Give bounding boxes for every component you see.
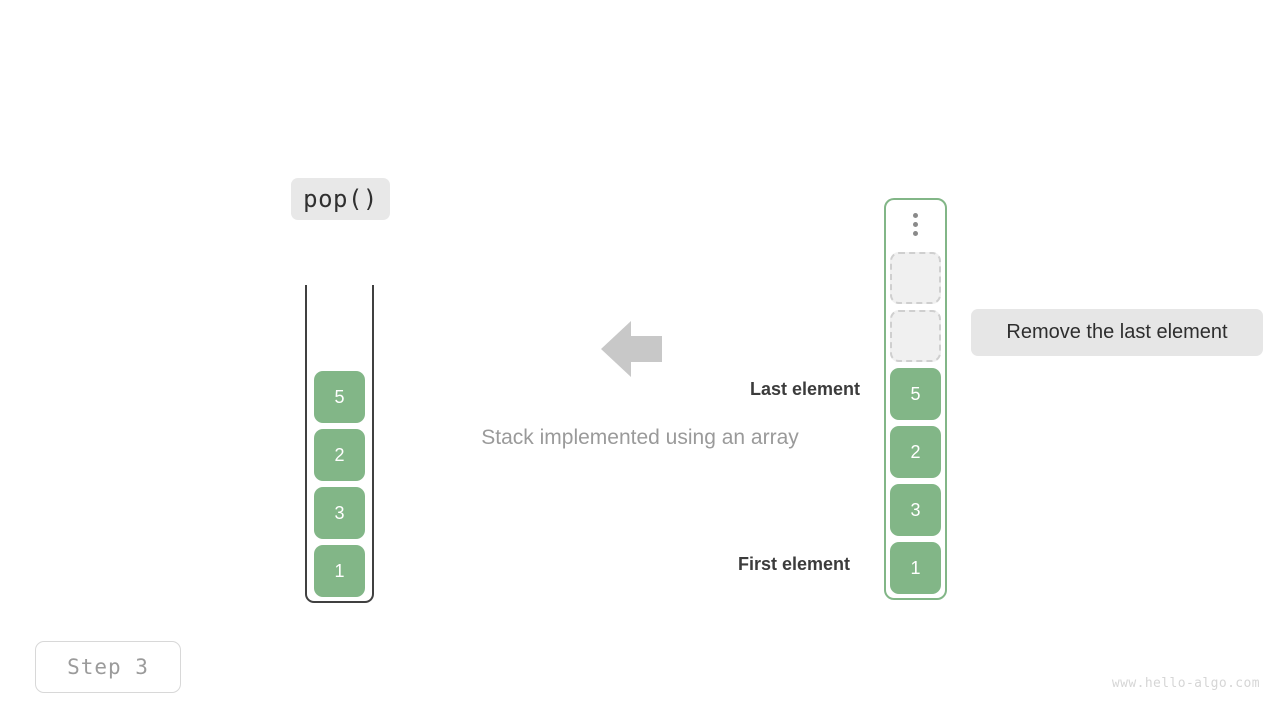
- operation-pill: pop(): [291, 178, 390, 220]
- stack-vessel: 1 3 2 5: [305, 285, 374, 603]
- array-slot: 3: [890, 484, 941, 536]
- ellipsis-dot: [913, 231, 918, 236]
- hint-pill: Remove the last element: [971, 309, 1263, 356]
- operation-label: pop(): [303, 185, 378, 213]
- stack-item: 2: [314, 429, 365, 481]
- array-slot-list: 1 3 2 5: [886, 252, 945, 594]
- first-element-label: First element: [737, 554, 850, 574]
- step-label: Step 3: [67, 655, 149, 679]
- array-slot: 1: [890, 542, 941, 594]
- ellipsis-dot: [913, 213, 918, 218]
- vertical-ellipsis-icon: [886, 213, 945, 236]
- last-element-label: Last element: [749, 379, 860, 399]
- arrow-left-icon: [601, 318, 662, 380]
- stack-item: 1: [314, 545, 365, 597]
- array-container: 1 3 2 5: [884, 198, 947, 600]
- array-slot-empty: [890, 310, 941, 362]
- step-badge: Step 3: [35, 641, 181, 693]
- stack-item: 5: [314, 371, 365, 423]
- array-slot-empty: [890, 252, 941, 304]
- array-slot: 2: [890, 426, 941, 478]
- ellipsis-dot: [913, 222, 918, 227]
- stack-item: 3: [314, 487, 365, 539]
- array-caption: Stack implemented using an array: [481, 426, 799, 449]
- watermark: www.hello-algo.com: [1111, 676, 1260, 691]
- stack-item-list: 1 3 2 5: [305, 371, 374, 597]
- array-slot: 5: [890, 368, 941, 420]
- stack-vessel-walls: [305, 285, 374, 603]
- hint-label: Remove the last element: [1006, 321, 1228, 343]
